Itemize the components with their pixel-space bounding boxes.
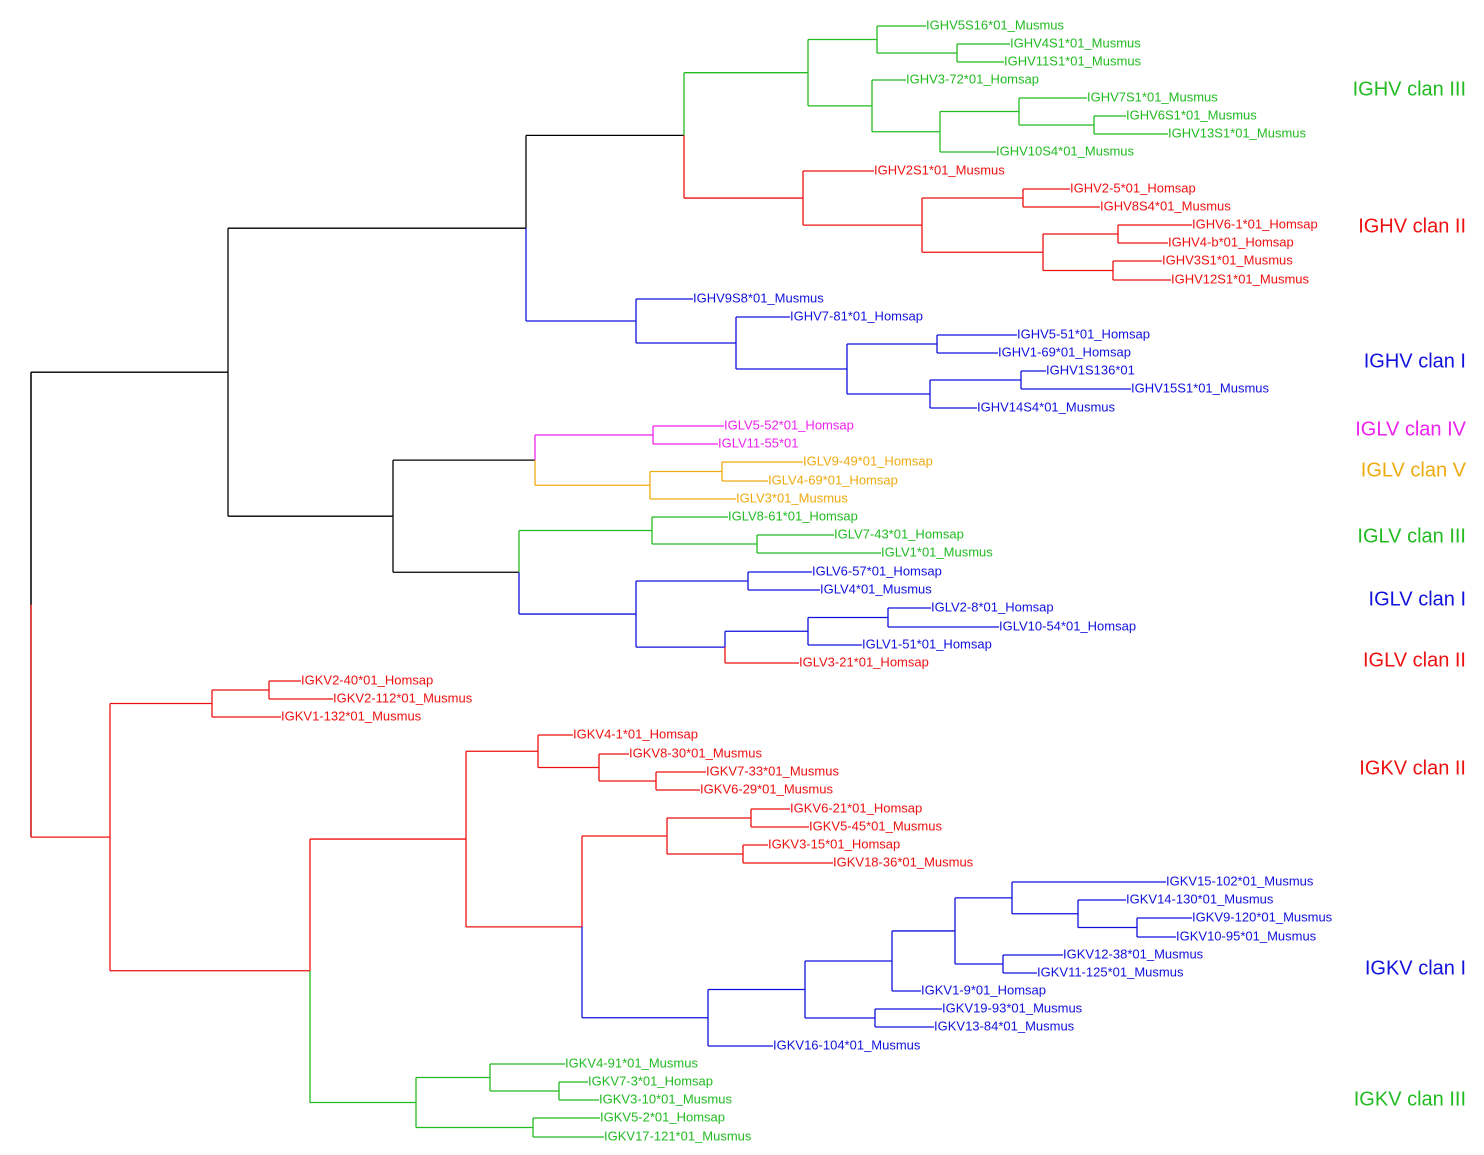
leaf-label: IGLV6-57*01_Homsap	[812, 563, 942, 578]
leaf-label: IGLV5-52*01_Homsap	[724, 417, 854, 432]
leaf-label: IGKV1-132*01_Musmus	[281, 708, 422, 723]
leaf-label: IGLV4*01_Musmus	[820, 581, 932, 596]
leaf-label: IGHV11S1*01_Musmus	[1004, 53, 1142, 68]
leaf-label: IGHV2S1*01_Musmus	[874, 162, 1005, 177]
clan-label: IGKV clan III	[1354, 1088, 1466, 1110]
leaf-label: IGKV4-1*01_Homsap	[573, 726, 698, 741]
leaf-label: IGLV3*01_Musmus	[736, 490, 848, 505]
leaf-label: IGKV5-2*01_Homsap	[600, 1109, 725, 1124]
leaf-label: IGHV3S1*01_Musmus	[1162, 252, 1293, 267]
leaf-label: IGKV14-130*01_Musmus	[1126, 891, 1274, 906]
leaf-label: IGKV7-3*01_Homsap	[588, 1073, 713, 1088]
leaf-label: IGHV5-51*01_Homsap	[1017, 326, 1150, 341]
clan-label: IGLV clan V	[1361, 459, 1467, 481]
leaf-label: IGHV1S136*01	[1046, 362, 1135, 377]
leaf-label: IGHV10S4*01_Musmus	[996, 143, 1135, 158]
clan-label: IGHV clan III	[1353, 78, 1466, 100]
leaf-label: IGKV9-120*01_Musmus	[1192, 909, 1333, 924]
clan-label: IGHV clan I	[1364, 350, 1466, 372]
clan-labels: IGHV clan III IGHV clan II IGHV clan I IGLV…	[1353, 78, 1467, 1110]
leaf-label: IGKV3-15*01_Homsap	[768, 836, 900, 851]
leaf-label: IGKV2-112*01_Musmus	[333, 690, 473, 705]
clan-label: IGKV clan I	[1365, 957, 1466, 979]
leaf-label: IGHV7S1*01_Musmus	[1087, 89, 1218, 104]
leaf-label: IGHV7-81*01_Homsap	[790, 308, 923, 323]
leaf-label: IGKV7-33*01_Musmus	[706, 763, 839, 778]
leaf-label: IGKV19-93*01_Musmus	[942, 1000, 1083, 1015]
leaf-label: IGKV10-95*01_Musmus	[1176, 928, 1317, 943]
leaf-label: IGHV14S4*01_Musmus	[977, 399, 1116, 414]
leaf-label: IGKV5-45*01_Musmus	[809, 818, 942, 833]
leaf-label: IGLV9-49*01_Homsap	[803, 453, 933, 468]
leaf-label: IGLV1-51*01_Homsap	[862, 636, 992, 651]
leaf-label: IGHV4S1*01_Musmus	[1010, 35, 1141, 50]
leaf-label: IGLV8-61*01_Homsap	[728, 508, 858, 523]
leaf-label: IGHV5S16*01_Musmus	[926, 17, 1065, 32]
leaf-label: IGKV18-36*01_Musmus	[833, 854, 974, 869]
leaf-label: IGKV17-121*01_Musmus	[604, 1128, 752, 1143]
leaf-label: IGHV6-1*01_Homsap	[1192, 216, 1318, 231]
leaf-label: IGKV15-102*01_Musmus	[1166, 873, 1314, 888]
clan-label: IGLV clan II	[1363, 649, 1466, 671]
clan-label: IGLV clan III	[1357, 525, 1466, 547]
clan-label: IGLV clan IV	[1355, 418, 1466, 440]
clan-label: IGHV clan II	[1358, 215, 1466, 237]
leaf-label: IGHV13S1*01_Musmus	[1168, 125, 1307, 140]
clan-label: IGLV clan I	[1369, 588, 1466, 610]
leaf-label: IGLV2-8*01_Homsap	[931, 599, 1054, 614]
leaf-label: IGKV16-104*01_Musmus	[773, 1037, 921, 1052]
leaf-label: IGLV10-54*01_Homsap	[999, 618, 1136, 633]
leaf-label: IGHV8S4*01_Musmus	[1100, 198, 1231, 213]
leaf-label: IGLV11-55*01	[718, 435, 798, 450]
leaf-label: IGHV2-5*01_Homsap	[1070, 180, 1196, 195]
leaf-label: IGHV4-b*01_Homsap	[1168, 234, 1294, 249]
leaf-label: IGKV11-125*01_Musmus	[1037, 964, 1184, 979]
tree-branches	[30, 25, 1192, 1138]
leaf-label: IGKV6-29*01_Musmus	[700, 781, 833, 796]
leaf-label: IGKV6-21*01_Homsap	[790, 800, 922, 815]
leaf-label: IGKV13-84*01_Musmus	[934, 1018, 1075, 1033]
leaf-label: IGLV4-69*01_Homsap	[768, 472, 898, 487]
leaf-label: IGKV4-91*01_Musmus	[565, 1055, 698, 1070]
leaf-label: IGLV1*01_Musmus	[881, 544, 993, 559]
leaf-label: IGHV15S1*01_Musmus	[1131, 380, 1270, 395]
leaf-label: IGHV1-69*01_Homsap	[998, 344, 1131, 359]
leaf-label: IGHV3-72*01_Homsap	[906, 71, 1039, 86]
leaf-label: IGLV3-21*01_Homsap	[799, 654, 929, 669]
leaf-label: IGKV8-30*01_Musmus	[629, 745, 762, 760]
leaf-label: IGHV6S1*01_Musmus	[1126, 107, 1257, 122]
leaf-label: IGHV9S8*01_Musmus	[693, 290, 824, 305]
leaf-label: IGKV12-38*01_Musmus	[1063, 946, 1204, 961]
clan-label: IGKV clan II	[1359, 757, 1466, 779]
leaf-label: IGKV3-10*01_Musmus	[599, 1091, 732, 1106]
leaf-labels: IGHV5S16*01_MusmusIGHV4S1*01_MusmusIGHV1…	[281, 17, 1333, 1143]
leaf-label: IGKV2-40*01_Homsap	[301, 672, 433, 687]
leaf-label: IGLV7-43*01_Homsap	[834, 526, 964, 541]
leaf-label: IGKV1-9*01_Homsap	[921, 982, 1046, 997]
leaf-label: IGHV12S1*01_Musmus	[1171, 271, 1310, 286]
